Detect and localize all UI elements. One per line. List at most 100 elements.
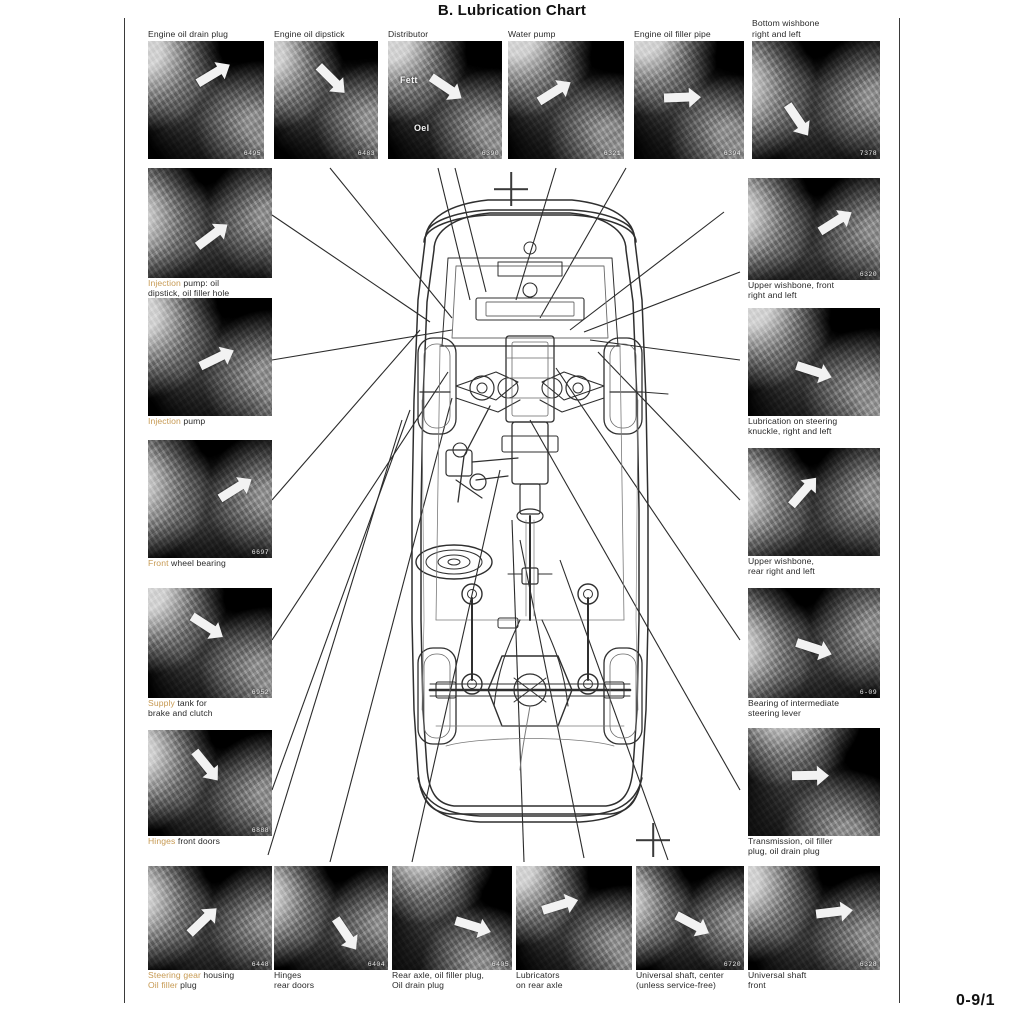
photo-reference-number: 6404 bbox=[367, 961, 385, 968]
photo-caption: Water pump bbox=[508, 28, 556, 39]
photo-reference-number: 6321 bbox=[603, 150, 621, 157]
photo-thumbnail: 6321 bbox=[508, 41, 624, 159]
photo-caption: Engine oil filler pipe bbox=[634, 28, 711, 39]
photo-callout: Bottom wishbone right and left 7378 bbox=[752, 18, 880, 159]
photo-grain bbox=[748, 448, 880, 556]
photo-caption: Injection pump bbox=[148, 416, 206, 426]
photo-grain bbox=[748, 728, 880, 836]
photo-grain bbox=[148, 588, 272, 698]
photo-thumbnail: 6448 bbox=[148, 866, 272, 970]
photo-thumbnail: 6320 bbox=[748, 178, 880, 280]
photo-reference-number: 6320 bbox=[859, 271, 877, 278]
photo-thumbnail: 6328 bbox=[748, 866, 880, 970]
photo-callout: Engine oil drain plug 6495 bbox=[148, 29, 264, 159]
photo-thumbnail bbox=[748, 308, 880, 416]
photo-thumbnail: 6394 bbox=[634, 41, 744, 159]
photo-caption: Lubricators on rear axle bbox=[516, 970, 563, 991]
photo-thumbnail: 6952 bbox=[148, 588, 272, 698]
photo-grain bbox=[148, 168, 272, 278]
photo-thumbnail bbox=[148, 298, 272, 416]
photo-caption: Bottom wishbone right and left bbox=[752, 18, 820, 39]
photo-thumbnail: 7378 bbox=[752, 41, 880, 159]
photo-caption: Hinges rear doors bbox=[274, 970, 315, 991]
photo-annotation-text: Fett bbox=[400, 75, 418, 85]
photo-reference-number: 6394 bbox=[723, 150, 741, 157]
photo-callout: Water pump 6321 bbox=[508, 29, 624, 159]
photo-grain bbox=[516, 866, 632, 970]
photo-reference-number: 6720 bbox=[723, 961, 741, 968]
photo-pointer-arrow bbox=[663, 92, 691, 103]
photo-caption: Upper wishbone, front right and left bbox=[748, 280, 835, 301]
photo-callout: Lubricators on rear axle bbox=[516, 866, 632, 991]
car-chassis-diagram bbox=[250, 150, 810, 880]
photo-callout: Lubrication on steering knuckle, right a… bbox=[748, 308, 880, 437]
photo-caption: Engine oil drain plug bbox=[148, 28, 228, 39]
photo-reference-number: 7378 bbox=[859, 150, 877, 157]
photo-thumbnail: 6495 bbox=[148, 41, 264, 159]
photo-thumbnail bbox=[748, 448, 880, 556]
photo-caption: Universal shaft front bbox=[748, 970, 807, 991]
photo-thumbnail: 6405 bbox=[392, 866, 512, 970]
photo-thumbnail: 6404 bbox=[274, 866, 388, 970]
photo-caption: Universal shaft, center (unless service-… bbox=[636, 970, 724, 991]
photo-reference-number: 6405 bbox=[491, 961, 509, 968]
page-title: B. Lubrication Chart bbox=[437, 2, 587, 19]
photo-grain bbox=[274, 866, 388, 970]
photo-thumbnail: 6697 bbox=[148, 440, 272, 558]
page-frame-left-rule bbox=[124, 18, 125, 1003]
photo-grain bbox=[752, 41, 880, 159]
photo-caption: Hinges front doors bbox=[148, 836, 221, 846]
photo-thumbnail: 6-09 bbox=[748, 588, 880, 698]
photo-thumbnail bbox=[516, 866, 632, 970]
photo-caption: Transmission, oil filler plug, oil drain… bbox=[748, 836, 833, 857]
page-frame-right-rule bbox=[899, 18, 900, 1003]
photo-grain bbox=[274, 41, 378, 159]
photo-grain bbox=[388, 41, 502, 159]
photo-grain bbox=[148, 440, 272, 558]
photo-caption: Rear axle, oil filler plug, Oil drain pl… bbox=[392, 970, 485, 991]
photo-reference-number: 6888 bbox=[251, 827, 269, 834]
photo-thumbnail bbox=[748, 728, 880, 836]
photo-caption: Front wheel bearing bbox=[148, 558, 226, 568]
photo-grain bbox=[148, 41, 264, 159]
photo-grain bbox=[748, 308, 880, 416]
photo-caption: Engine oil dipstick bbox=[274, 28, 345, 39]
photo-reference-number: 6697 bbox=[251, 549, 269, 556]
photo-callout: Upper wishbone, rear right and left bbox=[748, 448, 880, 577]
photo-reference-number: 6-09 bbox=[859, 689, 877, 696]
photo-reference-number: 6952 bbox=[251, 689, 269, 696]
photo-caption: Lubrication on steering knuckle, right a… bbox=[748, 416, 838, 437]
photo-pointer-arrow bbox=[791, 770, 819, 781]
photo-grain bbox=[748, 178, 880, 280]
photo-callout: Transmission, oil filler plug, oil drain… bbox=[748, 728, 880, 857]
photo-reference-number: 6483 bbox=[357, 150, 375, 157]
photo-thumbnail: 6888 bbox=[148, 730, 272, 836]
photo-reference-number: 6448 bbox=[251, 961, 269, 968]
photo-reference-number: 6390 bbox=[481, 150, 499, 157]
photo-thumbnail bbox=[148, 168, 272, 278]
photo-thumbnail: 6483 bbox=[274, 41, 378, 159]
page-folio: 0-9/1 bbox=[956, 992, 995, 1009]
photo-grain bbox=[392, 866, 512, 970]
photo-callout: Engine oil dipstick 6483 bbox=[274, 29, 378, 159]
photo-annotation-text: Oel bbox=[414, 123, 430, 133]
photo-callout: Engine oil filler pipe 6394 bbox=[634, 29, 744, 159]
photo-thumbnail: 6720 bbox=[636, 866, 744, 970]
photo-callout: Injection pump bbox=[148, 298, 272, 426]
photo-reference-number: 6495 bbox=[243, 150, 261, 157]
